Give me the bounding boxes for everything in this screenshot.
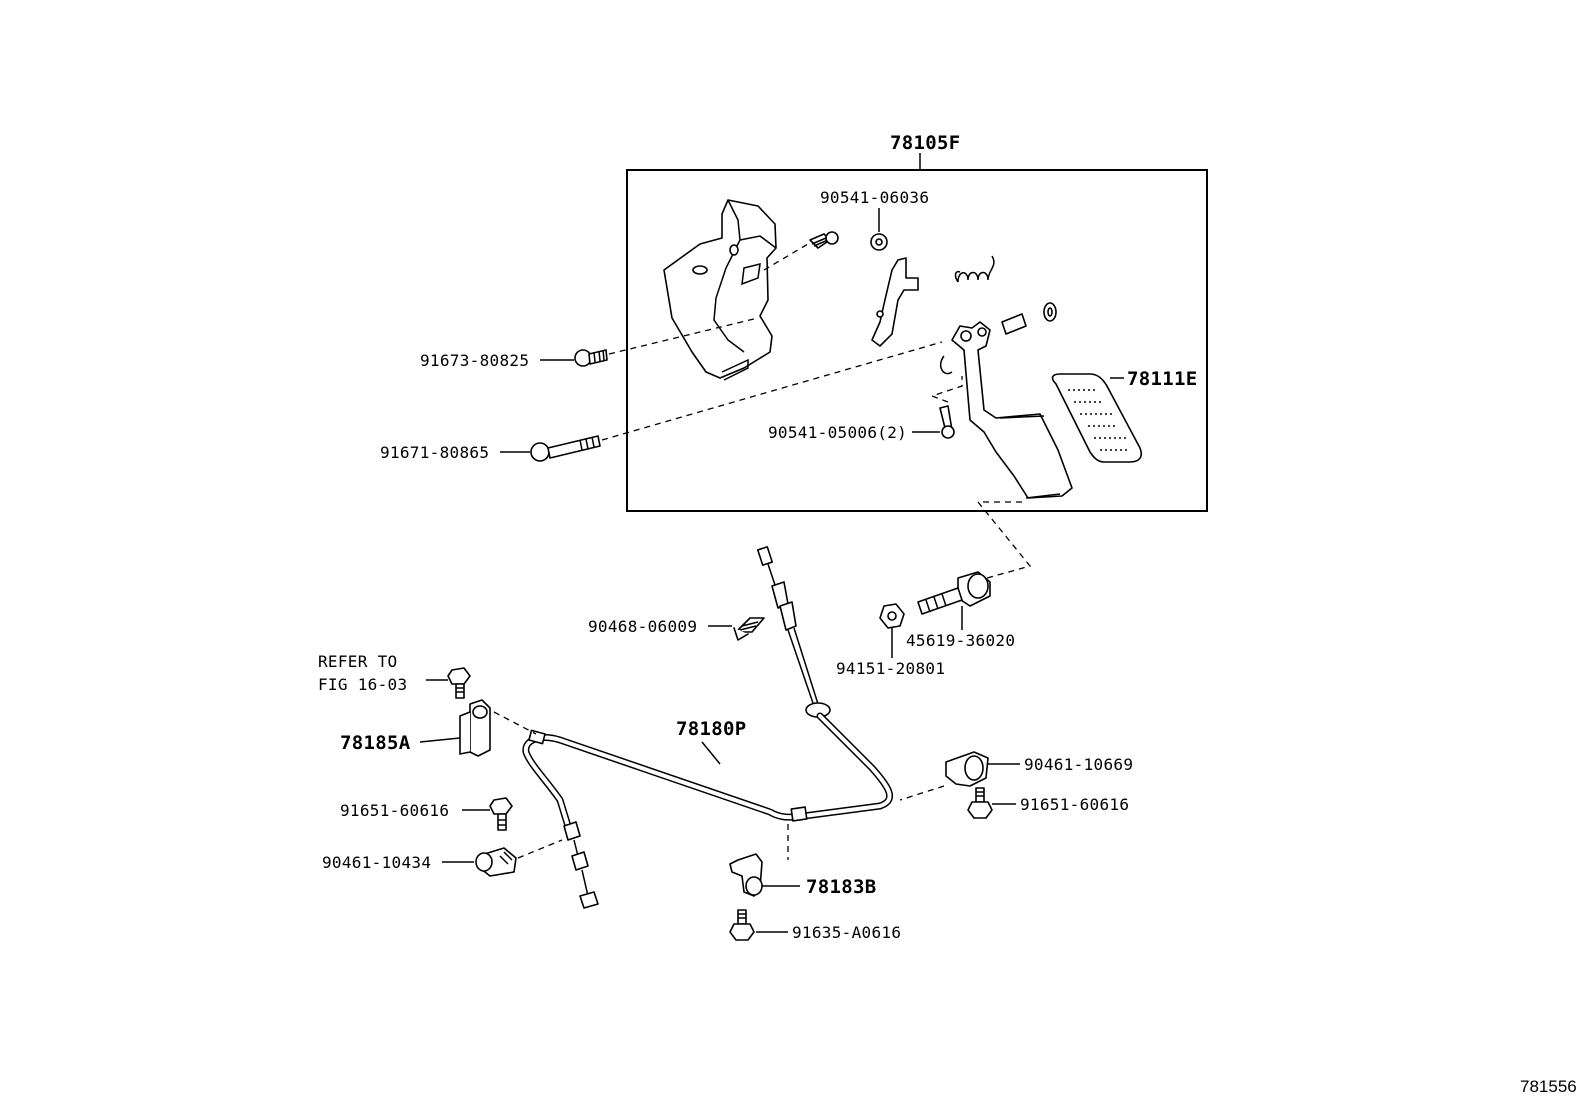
label-90468-06009[interactable]: 90468-06009 <box>588 617 697 636</box>
label-45619-36020[interactable]: 45619-36020 <box>906 631 1015 650</box>
label-94151-20801[interactable]: 94151-20801 <box>836 659 945 678</box>
bolt-91651-left-icon[interactable] <box>489 797 513 831</box>
label-91673-80825[interactable]: 91673-80825 <box>420 351 529 370</box>
clamp-78183B-icon[interactable] <box>729 853 763 897</box>
bolt-small-icon[interactable] <box>809 231 839 249</box>
label-78105F[interactable]: 78105F <box>890 132 960 154</box>
stopper-icon[interactable] <box>917 571 991 615</box>
label-91651-60616-left[interactable]: 91651-60616 <box>340 801 449 820</box>
label-91671-80865[interactable]: 91671-80865 <box>380 443 489 462</box>
pedal-arm[interactable] <box>940 321 1073 499</box>
accelerator-cable[interactable] <box>522 712 894 830</box>
nut-94151-icon[interactable] <box>879 603 905 629</box>
bolt-91673-icon[interactable] <box>574 349 608 367</box>
refer-text-line1[interactable]: REFER TO <box>318 652 397 671</box>
cable-lower-end[interactable] <box>563 821 599 909</box>
label-78180P[interactable]: 78180P <box>676 718 746 740</box>
label-90461-10434[interactable]: 90461-10434 <box>322 853 431 872</box>
label-78111E[interactable]: 78111E <box>1127 368 1197 390</box>
label-91651-60616-right[interactable]: 91651-60616 <box>1020 795 1129 814</box>
figure-number: 781556 <box>1520 1077 1577 1096</box>
label-90541-05006[interactable]: 90541-05006(2) <box>768 423 907 442</box>
washer-icon[interactable] <box>1043 302 1057 322</box>
spring-icon[interactable] <box>954 255 995 283</box>
clamp-90461-10434-icon[interactable] <box>475 847 517 877</box>
clamp-78185A-icon[interactable] <box>459 699 491 757</box>
pin-icon[interactable] <box>1001 313 1027 335</box>
assembly-box <box>626 169 1208 512</box>
pedal-pad[interactable] <box>1051 373 1143 463</box>
label-78183B[interactable]: 78183B <box>806 876 876 898</box>
refer-text-line2[interactable]: FIG 16-03 <box>318 675 407 694</box>
screw-90541-05006-icon[interactable] <box>939 405 955 439</box>
label-90461-10669[interactable]: 90461-10669 <box>1024 755 1133 774</box>
bolt-91651-right-icon[interactable] <box>967 787 993 819</box>
bolt-91671-icon[interactable] <box>530 435 601 462</box>
clamp-90461-10669-icon[interactable] <box>945 751 989 787</box>
nut-icon[interactable] <box>870 233 888 251</box>
label-91635-A0616[interactable]: 91635-A0616 <box>792 923 901 942</box>
bolt-refer-icon[interactable] <box>447 667 471 699</box>
label-78185A[interactable]: 78185A <box>340 732 411 754</box>
cable-upper-end[interactable] <box>756 546 831 718</box>
label-90541-06036[interactable]: 90541-06036 <box>820 188 929 207</box>
pedal-bracket[interactable] <box>663 199 777 381</box>
bolt-91635-icon[interactable] <box>729 909 755 941</box>
sensor-plate[interactable] <box>871 257 919 347</box>
retainer-90468-icon[interactable] <box>733 617 765 641</box>
